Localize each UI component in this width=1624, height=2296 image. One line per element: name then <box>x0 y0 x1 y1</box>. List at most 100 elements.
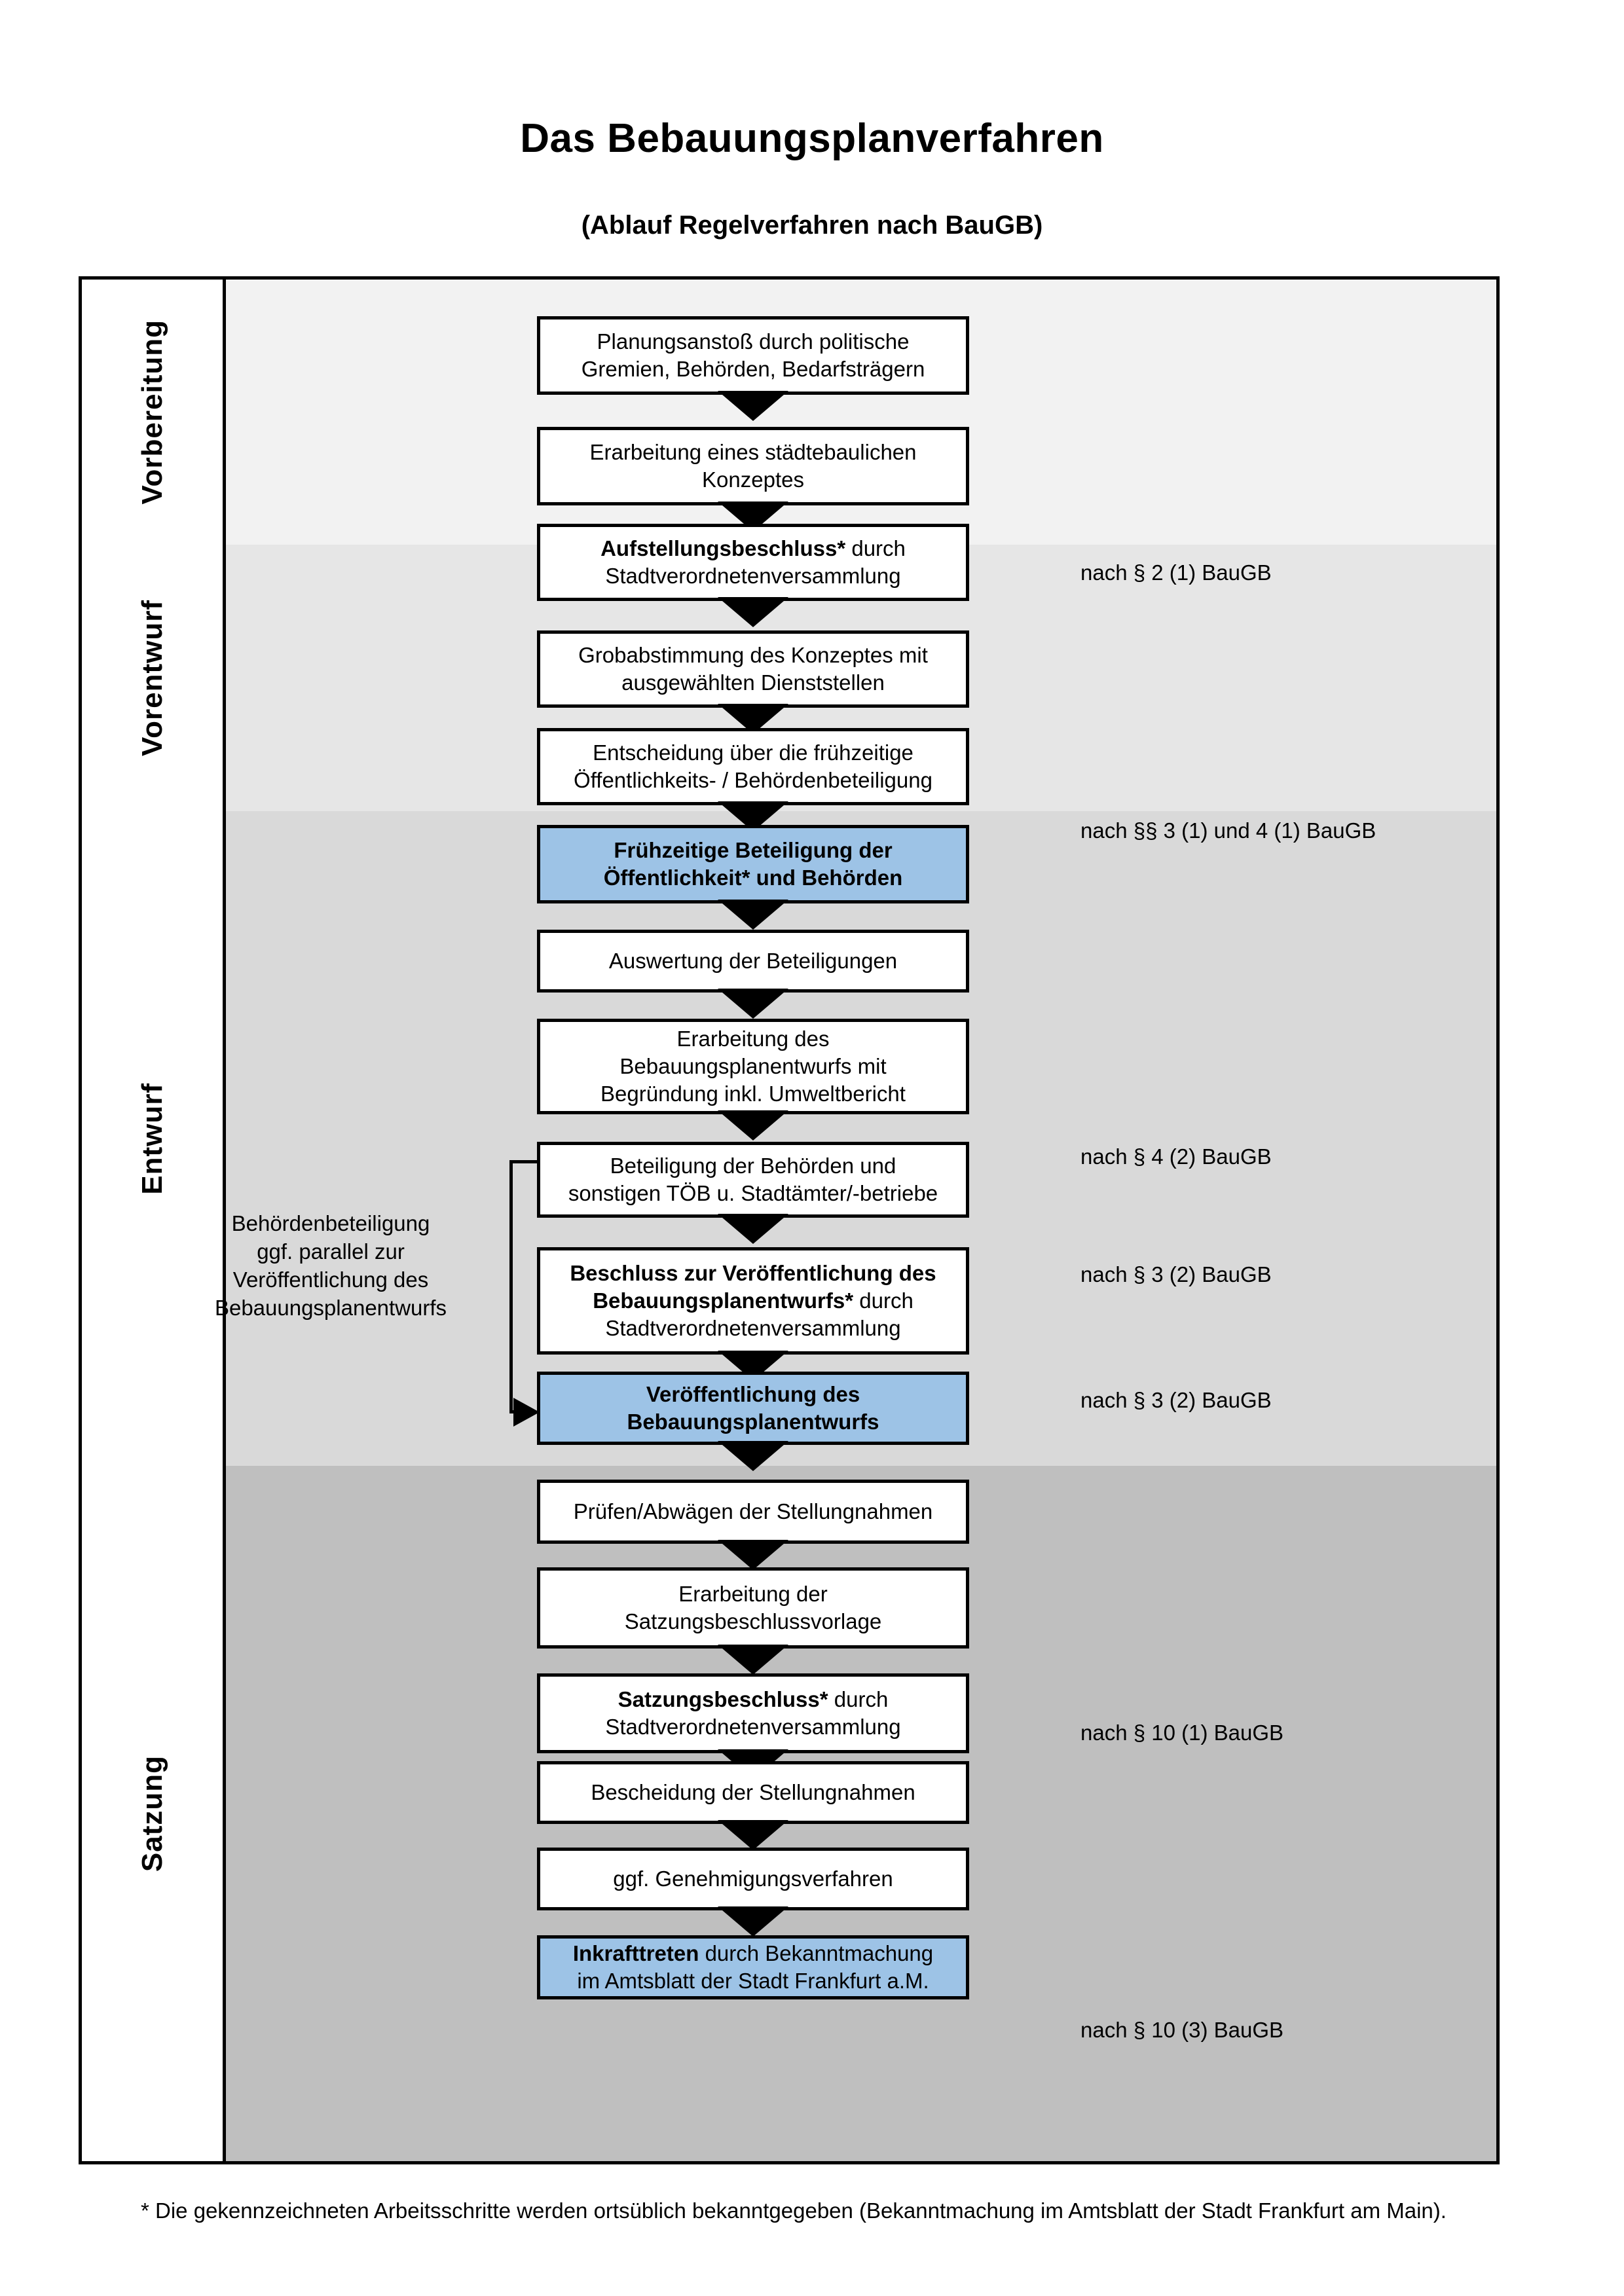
flow-step-line: Bebauungsplanentwurfs <box>627 1408 879 1436</box>
down-arrow-icon <box>718 1214 788 1244</box>
flow-step-line: Satzungsbeschluss* durch <box>618 1686 889 1713</box>
down-arrow-icon <box>718 1645 788 1675</box>
flow-step-line: Entscheidung über die frühzeitige <box>593 739 913 767</box>
legal-note-note-3-1-4-1: nach §§ 3 (1) und 4 (1) BauGB <box>1080 818 1376 843</box>
flow-step-text-suffix: durch <box>845 536 906 560</box>
phase-band <box>223 811 1496 1466</box>
phase-label-text: Satzung <box>136 1755 168 1872</box>
flow-step-auswertung-beteiligungen[interactable]: Auswertung der Beteiligungen <box>537 930 969 993</box>
flow-step-text-suffix: durch <box>828 1686 889 1711</box>
flow-step-text: Beschluss zur Veröffentlichung des <box>570 1260 936 1285</box>
flow-step-line: Bescheidung der Stellungnahmen <box>591 1779 915 1806</box>
down-arrow-icon <box>718 391 788 421</box>
flow-step-text: Erarbeitung eines städtebaulichen <box>589 439 917 464</box>
legal-note-note-4-2: nach § 4 (2) BauGB <box>1080 1144 1272 1169</box>
flow-step-text: Veröffentlichung des <box>646 1381 860 1406</box>
down-arrow-icon <box>718 1540 788 1570</box>
flow-step-genehmigungsverfahren[interactable]: ggf. Genehmigungsverfahren <box>537 1848 969 1910</box>
flow-step-text: Planungsanstoß durch politische <box>597 329 910 354</box>
phase-label-text: Entwurf <box>136 1082 168 1195</box>
flow-step-text: im Amtsblatt der Stadt Frankfurt a.M. <box>577 1969 929 1993</box>
legal-note-note-10-1: nach § 10 (1) BauGB <box>1080 1721 1284 1745</box>
down-arrow-icon <box>718 1441 788 1471</box>
flow-step-pruefen-abwaegen[interactable]: Prüfen/Abwägen der Stellungnahmen <box>537 1480 969 1544</box>
feedback-arrow-bottom-segment <box>509 1410 515 1413</box>
side-note-line: ggf. parallel zur <box>257 1239 405 1264</box>
flow-step-text: Gremien, Behörden, Bedarfsträgern <box>581 357 925 381</box>
down-arrow-icon <box>718 1906 788 1937</box>
flow-step-line: Frühzeitige Beteiligung der <box>614 837 892 864</box>
flow-step-line: Beschluss zur Veröffentlichung des <box>570 1260 936 1287</box>
flow-step-line: Bebauungsplanentwurfs* durch <box>593 1287 913 1315</box>
footnote: * Die gekennzeichneten Arbeitsschritte w… <box>141 2198 1447 2223</box>
down-arrow-icon <box>718 597 788 627</box>
flow-step-text: Bebauungsplanentwurfs <box>627 1410 879 1434</box>
flow-step-line: Inkrafttreten durch Bekanntmachung <box>573 1940 933 1967</box>
legal-note-note-3-2-b: nach § 3 (2) BauGB <box>1080 1388 1272 1412</box>
flow-step-text: Aufstellungsbeschluss* <box>600 536 846 560</box>
side-note-line: Behördenbeteiligung <box>231 1211 430 1235</box>
flow-step-line: Öffentlichkeit* und Behörden <box>604 864 903 892</box>
flow-step-line: Stadtverordnetenversammlung <box>605 1315 900 1342</box>
down-arrow-icon <box>718 900 788 930</box>
label-gutter-divider <box>223 280 226 2161</box>
flow-step-text: Konzeptes <box>702 467 804 492</box>
flow-step-line: ausgewählten Dienststellen <box>621 669 885 697</box>
phase-label-vorbereitung: Vorbereitung <box>82 280 223 545</box>
flow-step-line: Prüfen/Abwägen der Stellungnahmen <box>574 1498 933 1525</box>
legal-note-note-10-3: nach § 10 (3) BauGB <box>1080 2018 1284 2042</box>
flow-step-line: Bebauungsplanentwurfs mit <box>619 1053 886 1080</box>
flow-step-line: Erarbeitung eines städtebaulichen <box>589 439 916 466</box>
flow-step-text-suffix: durch <box>853 1288 913 1313</box>
flow-step-line: sonstigen TÖB u. Stadtämter/-betriebe <box>568 1180 938 1207</box>
flow-step-text: Inkrafttreten <box>572 1941 699 1965</box>
flow-step-text: Erarbeitung der <box>678 1581 828 1606</box>
flow-step-text: Bebauungsplanentwurfs mit <box>619 1053 887 1078</box>
flow-step-text: Satzungsbeschluss* <box>618 1686 828 1711</box>
flow-step-text: Erarbeitung des <box>676 1026 830 1051</box>
page-subtitle: (Ablauf Regelverfahren nach BauGB) <box>581 211 1043 240</box>
flow-step-line: Erarbeitung des <box>677 1025 830 1053</box>
flow-step-line: Stadtverordnetenversammlung <box>605 562 900 590</box>
flow-step-text: Frühzeitige Beteiligung der <box>614 837 893 862</box>
flow-step-text-suffix: durch Bekanntmachung <box>699 1941 934 1965</box>
phase-label-vorentwurf: Vorentwurf <box>82 545 223 811</box>
phase-label-text: Vorbereitung <box>136 319 168 505</box>
flow-step-line: Gremien, Behörden, Bedarfsträgern <box>581 355 925 383</box>
flow-step-text: Begründung inkl. Umweltbericht <box>600 1082 906 1106</box>
page-title: Das Bebauungsplanverfahren <box>520 116 1104 161</box>
flow-step-line: Grobabstimmung des Konzeptes mit <box>578 642 928 669</box>
flow-step-line: Aufstellungsbeschluss* durch <box>600 535 906 562</box>
flow-step-line: ggf. Genehmigungsverfahren <box>613 1865 893 1893</box>
flow-step-text: Öffentlichkeit* und Behörden <box>603 866 903 890</box>
feedback-arrow-head-icon <box>513 1398 540 1427</box>
flow-step-text: Beteiligung der Behörden und <box>610 1153 896 1178</box>
flow-step-line: Veröffentlichung des <box>646 1381 860 1408</box>
flow-step-text: Stadtverordnetenversammlung <box>605 1316 901 1341</box>
phase-row-entwurf: Entwurf <box>82 811 1496 1466</box>
flow-step-bescheidung-stellungnahmen[interactable]: Bescheidung der Stellungnahmen <box>537 1761 969 1824</box>
flow-step-line: Stadtverordnetenversammlung <box>605 1713 900 1741</box>
side-note-line: Veröffentlichung des <box>232 1267 429 1292</box>
flow-step-line: Satzungsbeschlussvorlage <box>625 1608 882 1635</box>
flow-step-line: Planungsanstoß durch politische <box>597 328 910 355</box>
flow-step-line: im Amtsblatt der Stadt Frankfurt a.M. <box>577 1967 929 1995</box>
flow-step-line: Beteiligung der Behörden und <box>610 1152 896 1180</box>
flow-step-text: Bescheidung der Stellungnahmen <box>591 1779 915 1804</box>
legal-note-note-2-1: nach § 2 (1) BauGB <box>1080 560 1272 585</box>
